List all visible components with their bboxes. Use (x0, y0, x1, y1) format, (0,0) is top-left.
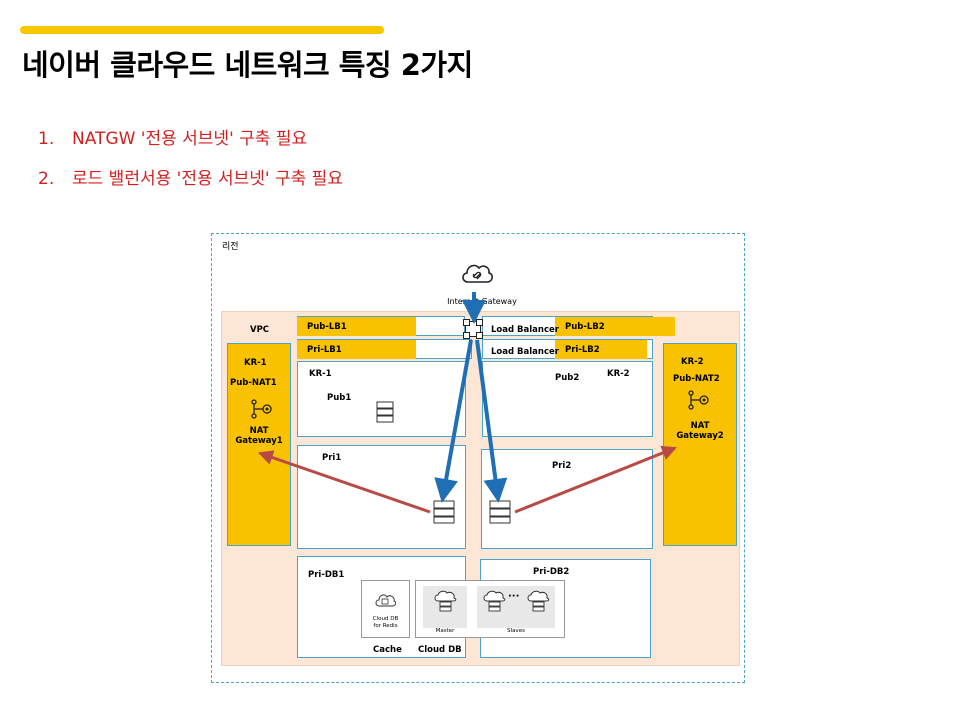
slaves-label: Slaves (507, 628, 525, 634)
pri-db1-label: Pri-DB1 (308, 570, 345, 580)
db-slave-icon (483, 590, 506, 612)
db-slave-icon (527, 590, 550, 612)
cache-label: Cache (373, 645, 402, 655)
clouddb-label: Cloud DB (418, 645, 462, 655)
nat1-zone-label: KR-1 (244, 358, 267, 368)
pri2-subnet (481, 449, 653, 549)
page-title: 네이버 클라우드 네트워크 특징 2가지 (22, 48, 473, 82)
vpc-label: VPC (250, 325, 270, 335)
list-text: NATGW '전용 서브넷' 구축 필요 (72, 129, 308, 149)
pub-lb2-fill (555, 317, 675, 336)
region-box (211, 233, 745, 683)
list-item: 1. NATGW '전용 서브넷' 구축 필요 (38, 124, 307, 149)
server-icon (376, 401, 394, 423)
pri1-label: Pri1 (322, 453, 342, 463)
pub-lb1-fill (297, 317, 416, 336)
pub1-zone-label: KR-1 (309, 369, 332, 379)
pub-lb2-label: Pub-LB2 (565, 322, 605, 332)
arrow-lb-to-pri2 (475, 339, 508, 503)
pri-lb2-fill (555, 340, 647, 359)
nat2-name: NAT Gateway2 (676, 421, 724, 441)
pub2-subnet (482, 361, 653, 437)
pri-lb1-fill (297, 340, 416, 359)
list-item: 2. 로드 밸런서용 '전용 서브넷' 구축 필요 (38, 164, 343, 189)
region-label: 리전 (222, 242, 239, 252)
list-number: 2. (38, 169, 55, 189)
list-number: 1. (38, 129, 55, 149)
arrow-lb-to-pri1 (434, 339, 473, 503)
nat-gateway-icon (688, 390, 709, 410)
redis-label: Cloud DB for Redis (372, 616, 399, 629)
pub2-zone-label: KR-2 (607, 369, 630, 379)
redis-box (361, 580, 410, 638)
slaves-ellipsis: ··· (508, 591, 520, 602)
cloud-icon (462, 264, 493, 283)
db-master-icon (434, 590, 457, 612)
nat2-zone-label: KR-2 (681, 357, 704, 367)
nat-zone-kr1 (227, 343, 291, 546)
nat-gateway-icon (251, 399, 272, 419)
pri-lb1-label: Pri-LB1 (307, 345, 342, 355)
redis-cloud-icon (375, 594, 396, 607)
nat-zone-kr2 (663, 343, 737, 546)
nat1-name: NAT Gateway1 (235, 426, 283, 446)
arrow-pri1-to-nat1 (257, 450, 431, 514)
pub-lb1-label: Pub-LB1 (307, 322, 347, 332)
pub2-label: Pub2 (555, 373, 580, 383)
pub1-label: Pub1 (327, 393, 352, 403)
lb-label-pri: Load Balancer (491, 347, 559, 357)
nat2-subnet-label: Pub-NAT2 (673, 374, 720, 384)
arrow-pri2-to-nat2 (514, 445, 677, 514)
pri-lb2-label: Pri-LB2 (565, 345, 600, 355)
pri2-label: Pri2 (552, 461, 572, 471)
master-label: Master (435, 628, 455, 634)
lb-label-pub: Load Balancer (491, 325, 559, 335)
nat1-subnet-label: Pub-NAT1 (230, 378, 277, 388)
list-text: 로드 밸런서용 '전용 서브넷' 구축 필요 (72, 169, 343, 189)
pub1-subnet (297, 361, 466, 437)
accent-bar (20, 26, 384, 34)
pri-db2-label: Pri-DB2 (533, 567, 570, 577)
